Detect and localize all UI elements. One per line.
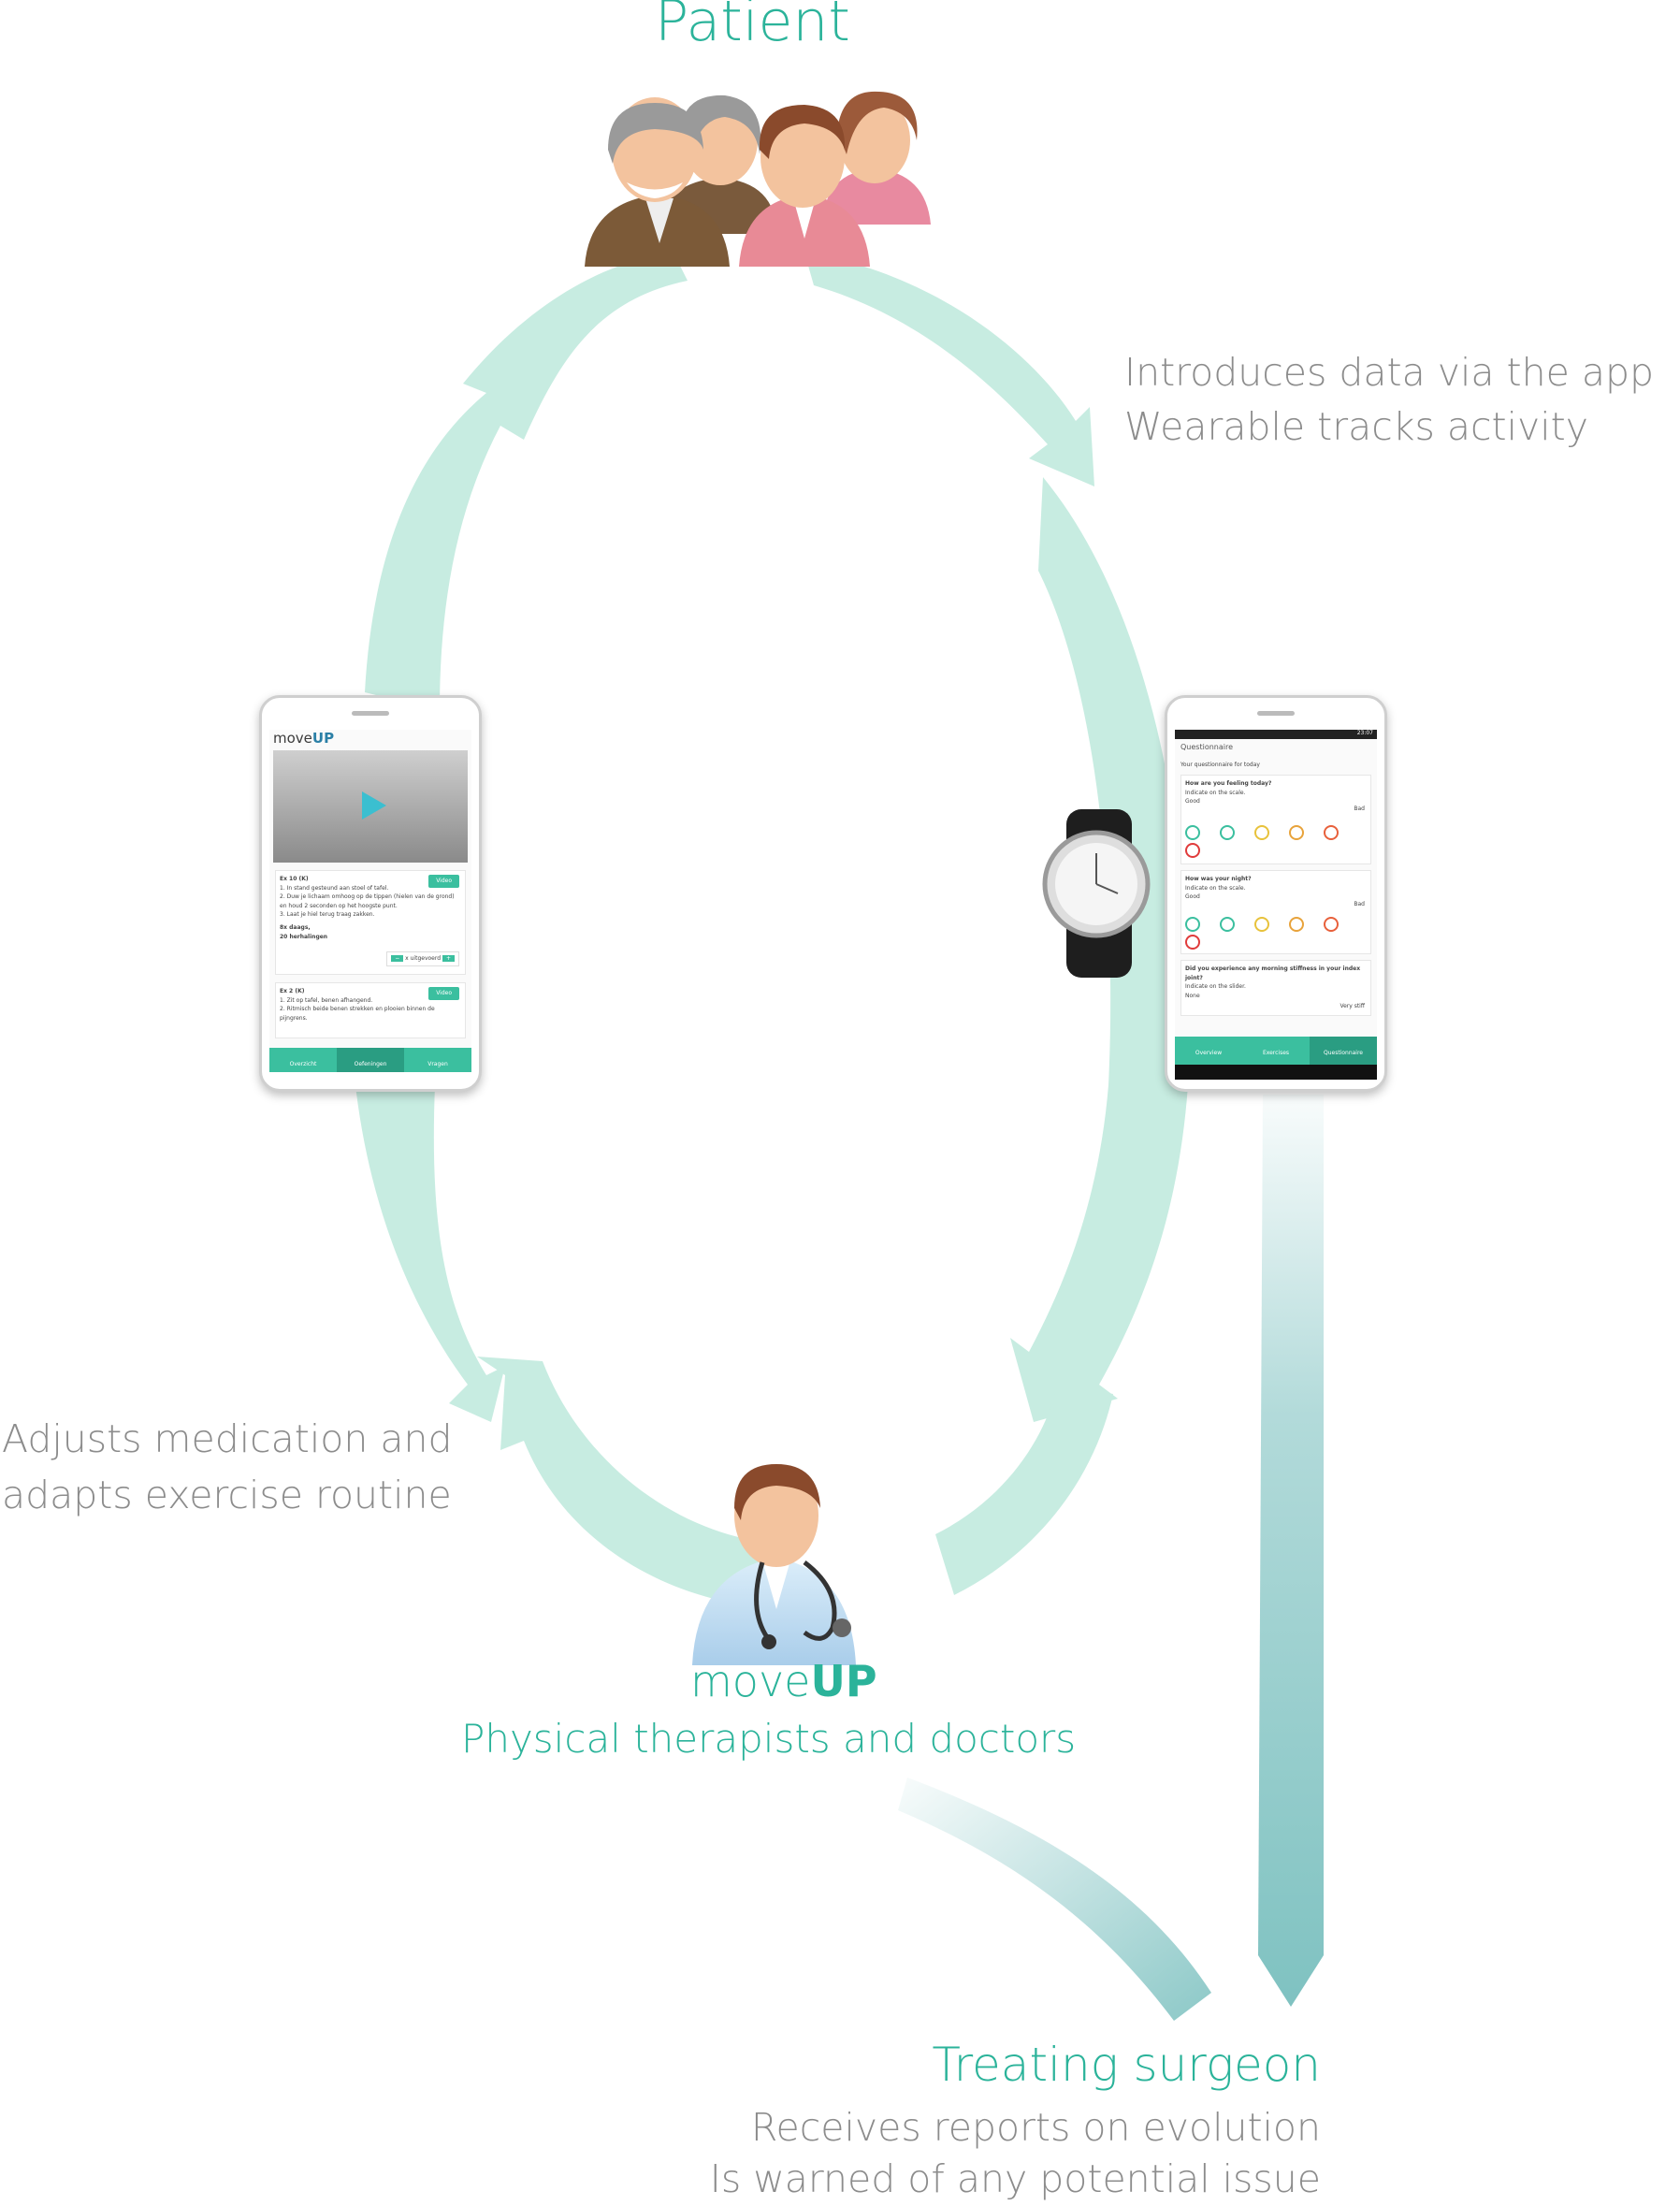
cycle-ring <box>355 253 1190 1609</box>
brand-suffix: UP <box>810 1656 877 1706</box>
question-card-3: Did you experience any morning stiffness… <box>1180 960 1371 1016</box>
patient-action-line-2: Wearable tracks activity <box>1124 404 1589 449</box>
nav-exercises[interactable]: Exercises <box>1262 1050 1290 1056</box>
decrement-button[interactable]: − <box>391 955 404 963</box>
bottom-nav: Overview Exercises Questionnaire <box>1175 1037 1377 1065</box>
nav-questions[interactable]: Vragen <box>427 1061 448 1067</box>
face-icon[interactable] <box>1185 824 1200 840</box>
doctor-action-line-2: adapts exercise routine <box>2 1473 452 1517</box>
exercise-step: 1. In stand gesteund aan stoel of tafel. <box>280 884 389 892</box>
report-arrow-from-doctors <box>898 1778 1211 2021</box>
question-text: Did you experience any morning stiffness… <box>1185 965 1361 981</box>
face-icon[interactable] <box>1185 935 1200 951</box>
video-button[interactable]: Video <box>428 875 459 888</box>
surgeon-line-2: Is warned of any potential issue <box>709 2156 1321 2201</box>
counter-label: x uitgevoerd <box>405 955 442 963</box>
face-icon[interactable] <box>1185 843 1200 859</box>
face-icon[interactable] <box>1254 824 1269 840</box>
nav-overview[interactable]: Overzicht <box>289 1061 317 1067</box>
cycle-arrow-to-left-phone <box>477 1357 776 1609</box>
question-card-1: How are you feeling today? Indicate on t… <box>1180 775 1371 864</box>
questionnaire-app-phone: 23:07 Questionnaire Your questionnaire f… <box>1165 695 1387 1092</box>
brand-prefix: move <box>690 1656 811 1706</box>
report-arrow-from-app <box>1258 1095 1324 2007</box>
face-icon[interactable] <box>1324 916 1339 932</box>
phone-speaker <box>1257 711 1295 716</box>
exercise-step: 3. Laat je hiel terug traag zakken. <box>280 911 375 919</box>
scale-high-label: Bad <box>1354 901 1365 907</box>
doctors-label: Physical therapists and doctors <box>461 1716 1077 1762</box>
face-icon[interactable] <box>1289 916 1304 932</box>
question-text: How are you feeling today? <box>1185 780 1272 787</box>
exercise-counter[interactable]: − x uitgevoerd + <box>386 951 459 966</box>
question-text: How was your night? <box>1185 876 1252 882</box>
cycle-arrow-left-upper <box>355 1085 505 1422</box>
exercise-frequency: 8x daags, <box>280 923 311 931</box>
exercise-step: 2. Ritmisch beide benen strekken en ploo… <box>280 1006 435 1022</box>
exercise-step: 1. Zit op tafel, benen afhangend. <box>280 996 373 1004</box>
moveup-brand: moveUP <box>690 1656 877 1706</box>
face-icon[interactable] <box>1324 824 1339 840</box>
video-button[interactable]: Video <box>428 987 459 1000</box>
android-nav-bar <box>1175 1065 1377 1080</box>
slider-high-label: Very stiff <box>1340 1003 1365 1010</box>
scale-low-label: Good <box>1185 798 1200 805</box>
exercise-step: 2. Duw je lichaam omhoog op de tippen (h… <box>280 893 455 909</box>
face-icon[interactable] <box>1220 824 1235 840</box>
cycle-arrow-to-doctors <box>1010 477 1190 1422</box>
surgeon-title: Treating surgeon <box>932 2038 1321 2092</box>
exercise-card-1: Ex 10 (K) Video 1. In stand gesteund aan… <box>275 870 466 975</box>
nav-questionnaire[interactable]: Questionnaire <box>1310 1037 1377 1065</box>
exercise-app-phone: moveUP Ex 10 (K) Video 1. In stand geste… <box>259 695 482 1092</box>
exercise-app-screen: moveUP Ex 10 (K) Video 1. In stand geste… <box>269 730 471 1072</box>
patient-group-illustration <box>585 91 931 267</box>
increment-button[interactable]: + <box>442 955 455 963</box>
slider-low-label: None <box>1185 992 1200 999</box>
face-icon[interactable] <box>1185 916 1200 932</box>
patient-title: Patient <box>655 0 850 54</box>
exercise-card-2: Ex 2 (K) Video 1. Zit op tafel, benen af… <box>275 982 466 1038</box>
screen-title: Questionnaire <box>1180 743 1234 751</box>
exercise-repetitions: 20 herhalingen <box>280 933 328 940</box>
question-hint: Indicate on the scale. <box>1185 884 1246 892</box>
cycle-arrow-to-patient <box>365 253 688 711</box>
face-icon[interactable] <box>1289 824 1304 840</box>
phone-speaker <box>352 711 389 716</box>
question-card-2: How was your night? Indicate on the scal… <box>1180 870 1371 954</box>
face-icon[interactable] <box>1220 916 1235 932</box>
exercise-title: Ex 10 (K) <box>280 876 309 882</box>
questionnaire-app-screen: 23:07 Questionnaire Your questionnaire f… <box>1175 730 1377 1080</box>
smartwatch-illustration <box>1042 809 1151 978</box>
patient-action-line-1: Introduces data via the app <box>1124 350 1655 395</box>
screen-subtitle: Your questionnaire for today <box>1180 762 1260 768</box>
nav-overview[interactable]: Overview <box>1195 1050 1223 1056</box>
exercise-video-thumbnail[interactable] <box>273 750 468 863</box>
play-icon[interactable] <box>362 791 386 820</box>
status-bar: 23:07 <box>1175 730 1377 739</box>
cycle-arrow-to-app <box>804 253 1094 486</box>
cycle-bottom-right <box>935 1385 1113 1595</box>
face-icon[interactable] <box>1254 916 1269 932</box>
surgeon-line-1: Receives reports on evolution <box>750 2105 1321 2150</box>
app-logo: moveUP <box>273 730 335 747</box>
doctor-illustration <box>692 1464 856 1665</box>
exercise-title: Ex 2 (K) <box>280 988 305 994</box>
scale-low-label: Good <box>1185 893 1200 901</box>
nav-exercises[interactable]: Oefeningen <box>337 1048 404 1072</box>
scale-faces[interactable] <box>1185 824 1367 862</box>
scale-high-label: Bad <box>1354 805 1365 812</box>
status-time: 23:07 <box>1356 730 1373 736</box>
doctor-action-line-1: Adjusts medication and <box>2 1416 453 1461</box>
question-hint: Indicate on the scale. <box>1185 789 1246 796</box>
question-hint: Indicate on the slider. <box>1185 983 1246 991</box>
scale-faces[interactable] <box>1185 916 1367 953</box>
report-arrows <box>898 1095 1324 2021</box>
bottom-nav: Overzicht Oefeningen Vragen <box>269 1048 471 1072</box>
